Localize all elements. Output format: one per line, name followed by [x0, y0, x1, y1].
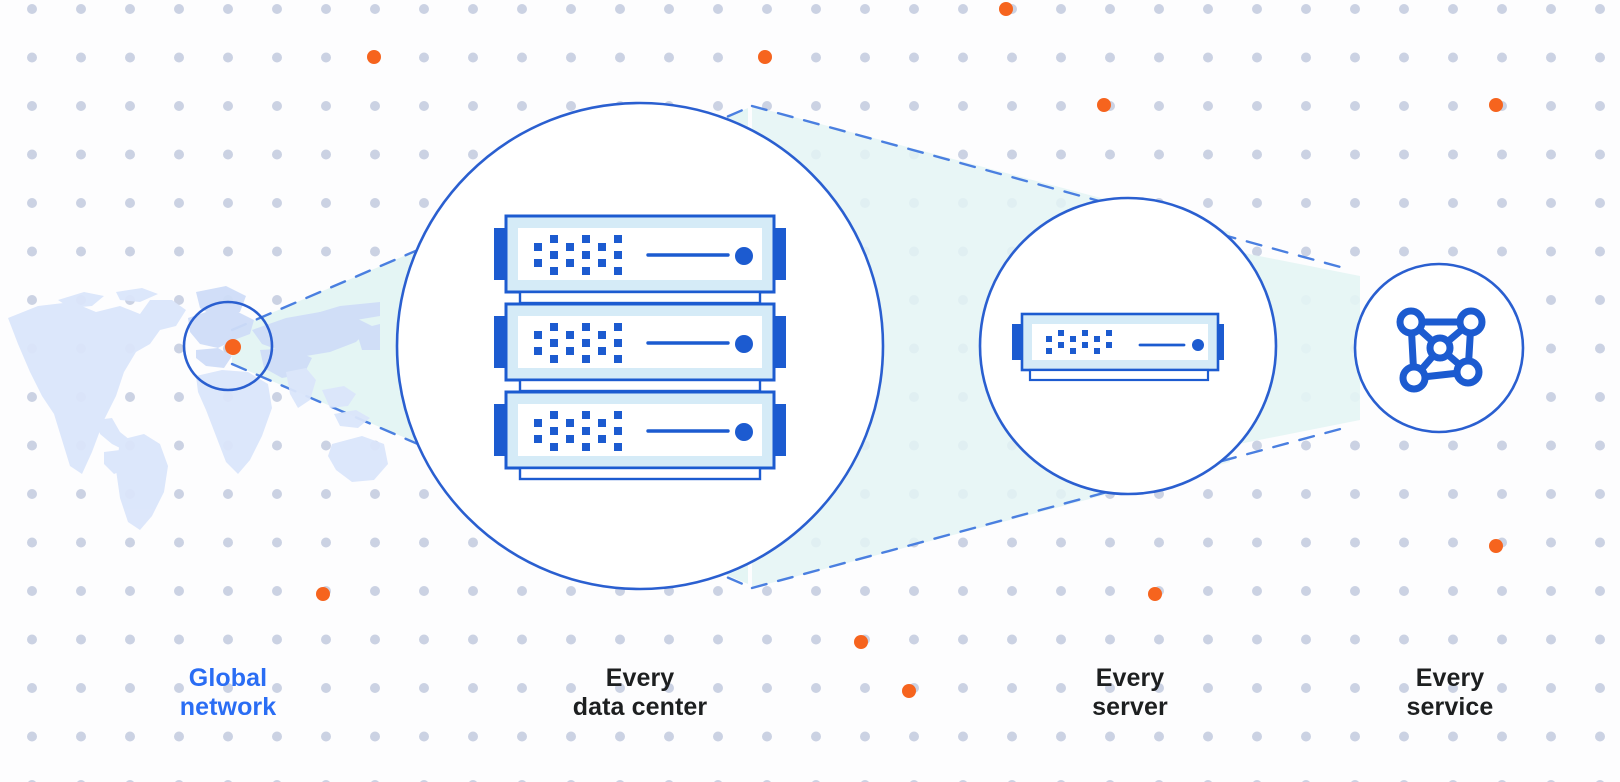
accent-dots — [316, 2, 1503, 698]
vent-dot-matrix — [534, 235, 622, 275]
status-led — [735, 335, 753, 353]
graph-node — [1453, 357, 1483, 387]
vent-dot-matrix — [1046, 330, 1112, 354]
rack-unit — [494, 214, 786, 305]
single-server — [1012, 312, 1224, 382]
graph-node-center — [1426, 334, 1454, 362]
status-led — [735, 423, 753, 441]
rack-unit — [494, 390, 786, 481]
status-led — [1192, 339, 1204, 351]
map-marker-dot — [225, 339, 241, 355]
vent-dot-matrix — [534, 411, 622, 451]
status-led — [735, 247, 753, 265]
server-rack — [494, 214, 786, 481]
rack-unit — [494, 302, 786, 393]
world-map — [8, 286, 388, 530]
map-highlight-circle — [182, 300, 274, 392]
network-graph-icon — [1396, 307, 1486, 393]
graph-node — [1456, 307, 1486, 337]
graph-node — [1399, 363, 1429, 393]
graph-node — [1396, 307, 1426, 337]
vent-dot-matrix — [534, 323, 622, 363]
